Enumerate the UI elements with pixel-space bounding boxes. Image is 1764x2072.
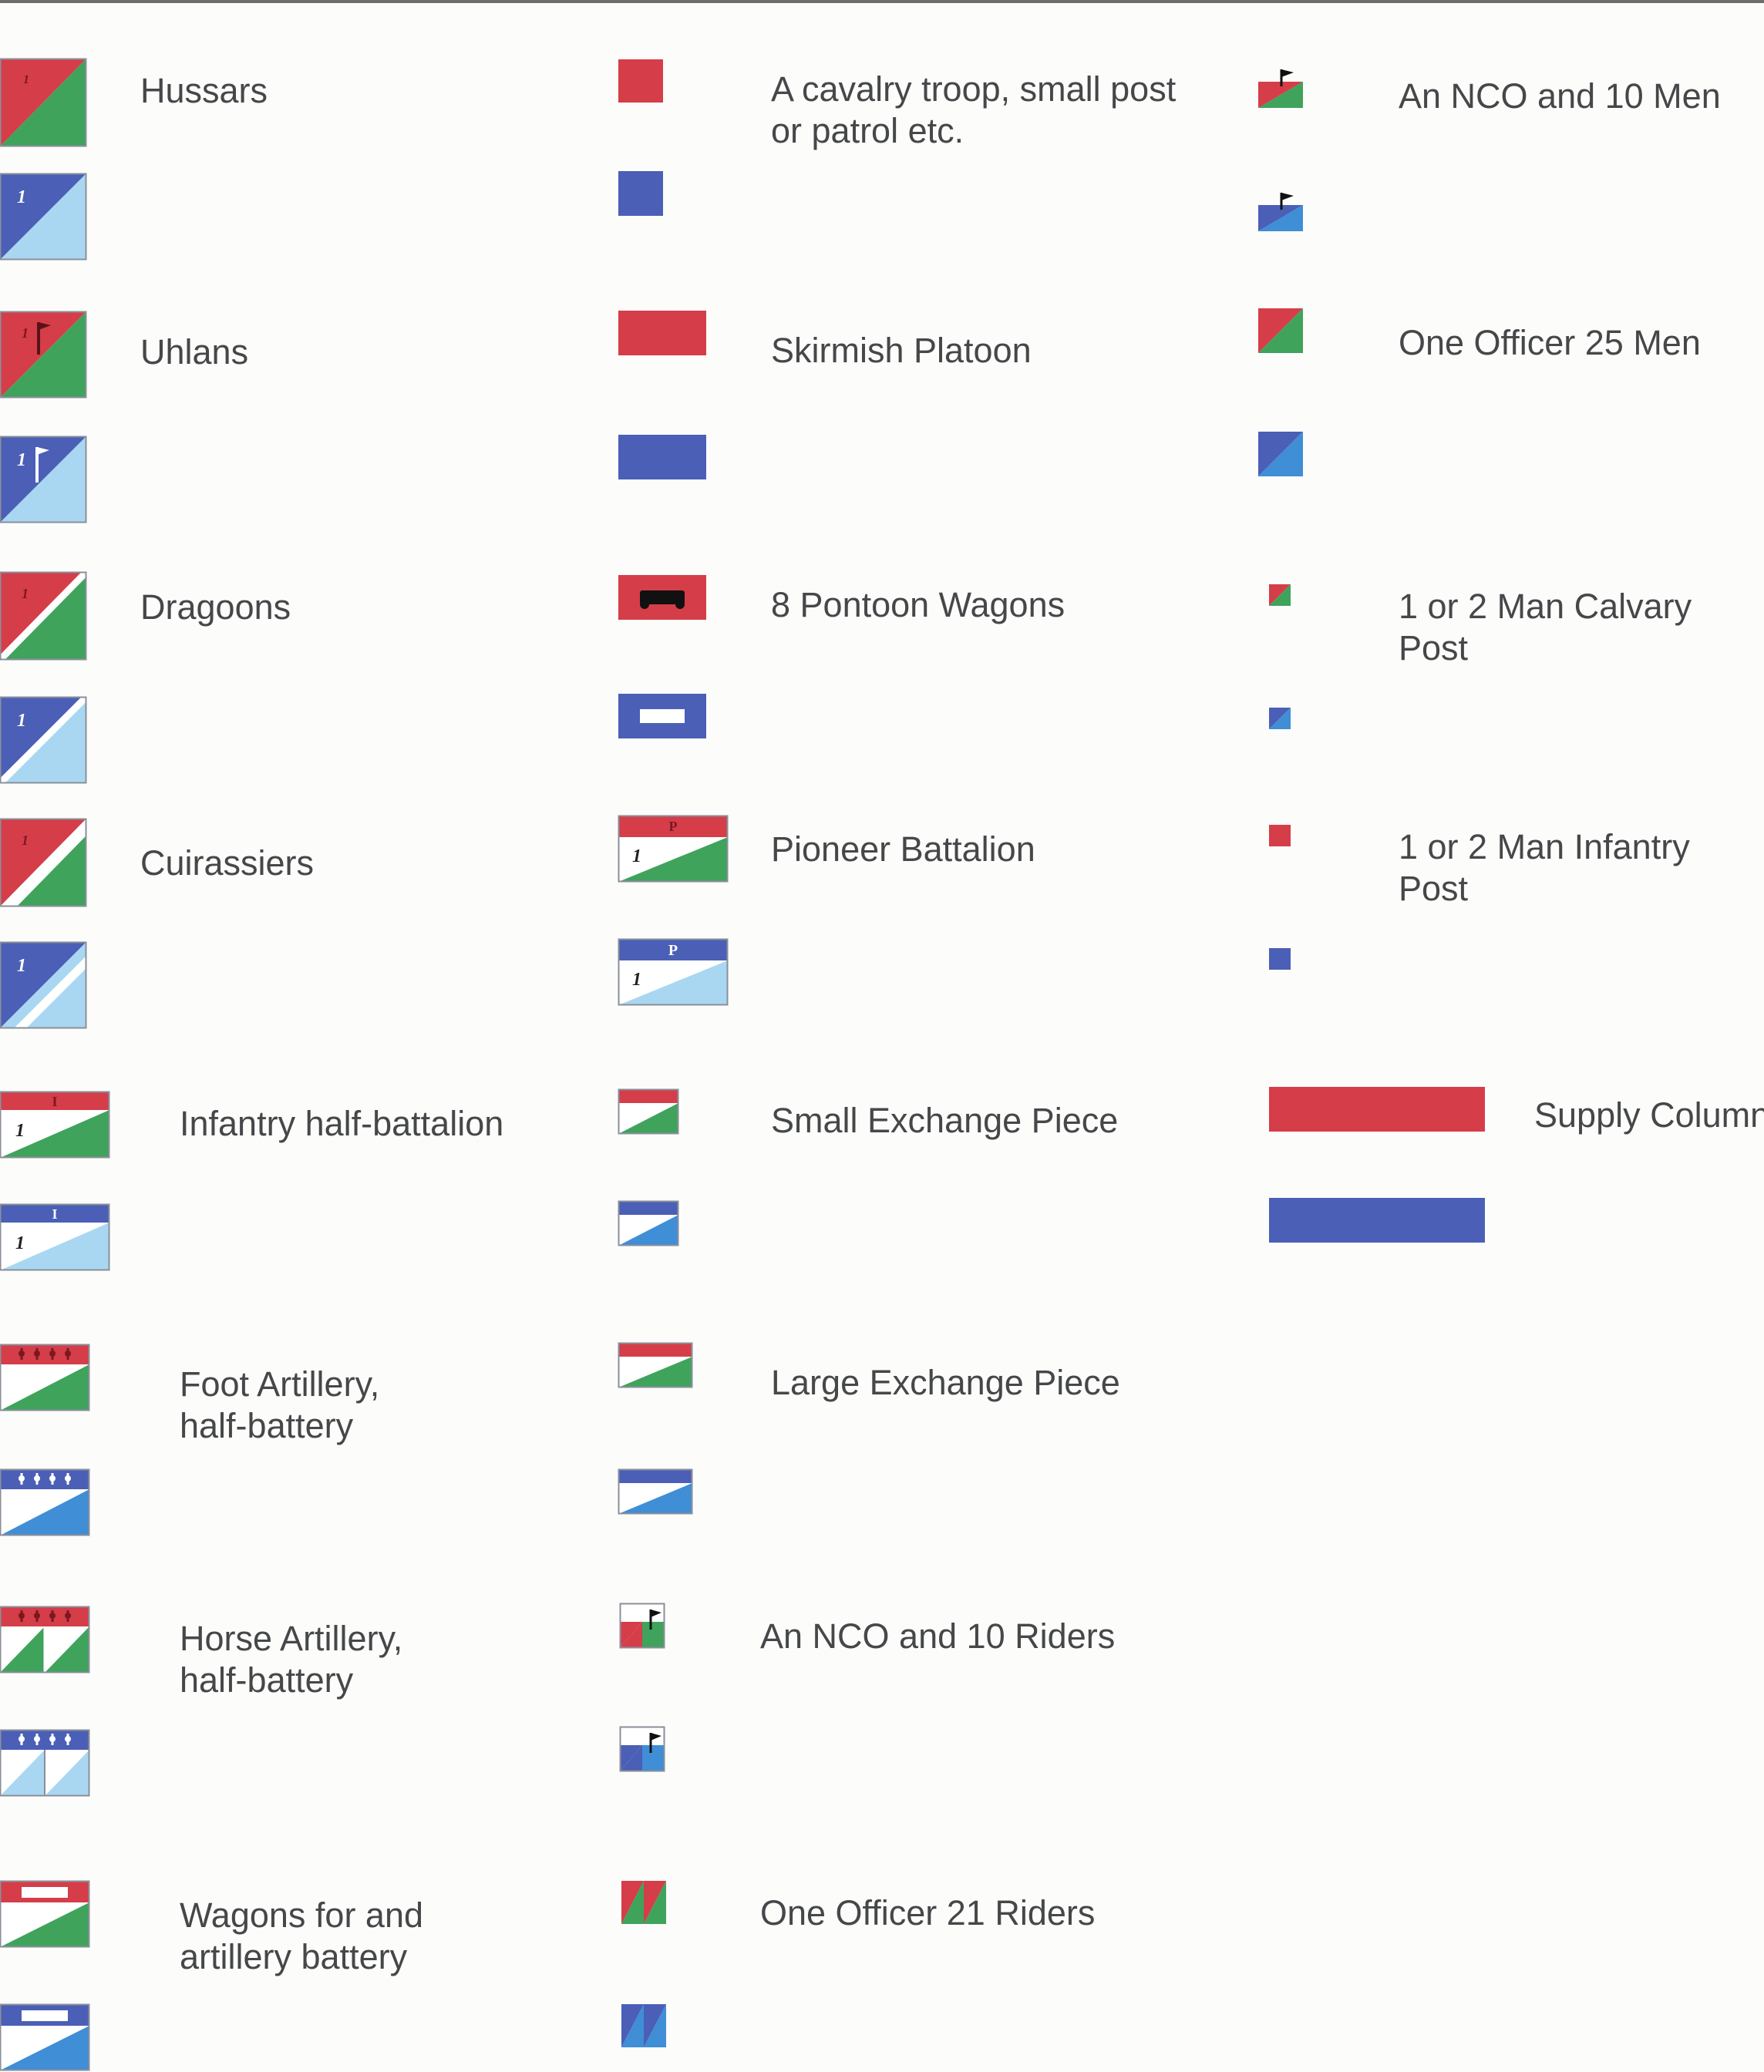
large-exchange-red <box>618 1342 693 1388</box>
label-dragoons: Dragoons <box>140 587 291 627</box>
label-wagons-line-1: Wagons for and <box>180 1895 424 1935</box>
horse-artillery-counter-red <box>0 1606 90 1673</box>
pioneer-battalion-blue: P 1 <box>618 938 729 1006</box>
officer-men-red <box>1258 308 1303 353</box>
infantry-counter-red: I 1 <box>0 1091 110 1159</box>
cuirassiers-counter-blue: 1 <box>0 941 87 1029</box>
label-pontoon-wagons: 8 Pontoon Wagons <box>771 585 1065 624</box>
svg-text:1: 1 <box>22 586 29 601</box>
label-large-exchange-piece: Large Exchange Piece <box>771 1363 1120 1402</box>
label-hussars: Hussars <box>140 71 268 110</box>
infantry-post-red <box>1269 825 1291 846</box>
svg-text:1: 1 <box>632 846 641 866</box>
pioneer-battalion-red: P 1 <box>618 815 729 883</box>
label-infantry-post-line-1: 1 or 2 Man Infantry <box>1399 827 1690 866</box>
dragoons-counter-blue: 1 <box>0 694 89 786</box>
svg-text:1: 1 <box>22 325 29 341</box>
svg-text:I: I <box>52 1094 57 1109</box>
svg-text:1: 1 <box>17 711 26 731</box>
cavalry-troop-red <box>618 59 663 103</box>
pontoon-wagons-blue <box>618 694 706 738</box>
label-foot-artillery-line-2: half-battery <box>180 1406 354 1445</box>
hussars-counter-blue: 1 <box>0 173 87 261</box>
hussars-counter-red: 1 <box>0 58 87 147</box>
svg-text:P: P <box>668 942 678 959</box>
label-cuirassiers: Cuirassiers <box>140 843 315 883</box>
label-pioneer-battalion: Pioneer Battalion <box>771 829 1035 869</box>
label-cavalry-troop-line-2: or patrol etc. <box>771 111 964 150</box>
top-rule <box>0 0 1764 3</box>
label-nco-10-riders: An NCO and 10 Riders <box>760 1616 1116 1656</box>
infantry-post-blue <box>1269 948 1291 970</box>
svg-text:I: I <box>52 1206 57 1222</box>
wagons-counter-blue <box>0 2003 90 2071</box>
label-cavalry-troop-line-1: A cavalry troop, small post <box>771 69 1177 109</box>
supply-column-blue <box>1269 1198 1485 1243</box>
label-small-exchange-piece: Small Exchange Piece <box>771 1101 1119 1140</box>
label-wagons: Wagons for and artillery battery <box>180 1895 423 1978</box>
label-calvary-post: 1 or 2 Man Calvary Post <box>1399 586 1692 669</box>
horse-artillery-counter-blue <box>0 1729 90 1797</box>
skirmish-platoon-red <box>618 311 706 355</box>
label-cavalry-troop: A cavalry troop, small post or patrol et… <box>771 69 1176 152</box>
label-foot-artillery: Foot Artillery, half-battery <box>180 1364 379 1447</box>
label-infantry-half-battalion: Infantry half-battalion <box>180 1104 504 1143</box>
uhlans-counter-red: 1 <box>0 311 87 399</box>
officer-riders-red <box>621 1881 666 1924</box>
label-officer-21-riders: One Officer 21 Riders <box>760 1893 1096 1932</box>
label-wagons-line-2: artillery battery <box>180 1937 408 1976</box>
label-nco-10-men: An NCO and 10 Men <box>1399 76 1721 116</box>
label-supply-column: Supply Column <box>1534 1095 1764 1135</box>
nco-men-blue <box>1258 193 1303 231</box>
nco-men-red <box>1258 69 1303 108</box>
label-uhlans: Uhlans <box>140 332 249 372</box>
label-infantry-post-line-2: Post <box>1399 869 1469 908</box>
label-infantry-post: 1 or 2 Man Infantry Post <box>1399 826 1690 910</box>
cavalry-troop-blue <box>618 171 663 216</box>
svg-text:1: 1 <box>15 1233 25 1253</box>
svg-text:1: 1 <box>17 187 26 207</box>
nco-riders-red <box>619 1603 665 1649</box>
wagons-counter-red <box>0 1880 90 1948</box>
svg-text:1: 1 <box>15 1121 25 1141</box>
label-horse-artillery-line-2: half-battery <box>180 1660 354 1700</box>
calvary-post-red <box>1269 584 1291 606</box>
svg-text:1: 1 <box>17 450 26 470</box>
dragoons-counter-red: 1 <box>0 569 89 663</box>
cuirassiers-counter-red: 1 <box>0 818 87 907</box>
supply-column-red <box>1269 1087 1485 1132</box>
small-exchange-blue <box>618 1200 679 1246</box>
svg-text:1: 1 <box>23 73 29 86</box>
foot-artillery-counter-blue <box>0 1468 90 1536</box>
label-skirmish-platoon: Skirmish Platoon <box>771 331 1032 370</box>
nco-riders-blue <box>619 1726 665 1772</box>
pontoon-wagons-red <box>618 575 706 620</box>
label-officer-25-men: One Officer 25 Men <box>1399 323 1701 362</box>
label-calvary-post-line-2: Post <box>1399 628 1469 668</box>
small-exchange-red <box>618 1088 679 1135</box>
svg-text:1: 1 <box>22 832 29 848</box>
svg-text:1: 1 <box>632 970 641 990</box>
officer-men-blue <box>1258 432 1303 476</box>
large-exchange-blue <box>618 1468 693 1515</box>
label-horse-artillery: Horse Artillery, half-battery <box>180 1618 402 1701</box>
svg-text:P: P <box>669 819 678 834</box>
label-foot-artillery-line-1: Foot Artillery, <box>180 1364 380 1404</box>
infantry-counter-blue: I 1 <box>0 1203 110 1271</box>
calvary-post-blue <box>1269 708 1291 729</box>
officer-riders-blue <box>621 2004 666 2047</box>
skirmish-platoon-blue <box>618 435 706 479</box>
label-calvary-post-line-1: 1 or 2 Man Calvary <box>1399 587 1692 626</box>
foot-artillery-counter-red <box>0 1344 90 1411</box>
svg-text:1: 1 <box>17 956 26 976</box>
uhlans-counter-blue: 1 <box>0 436 87 523</box>
label-horse-artillery-line-1: Horse Artillery, <box>180 1619 403 1658</box>
